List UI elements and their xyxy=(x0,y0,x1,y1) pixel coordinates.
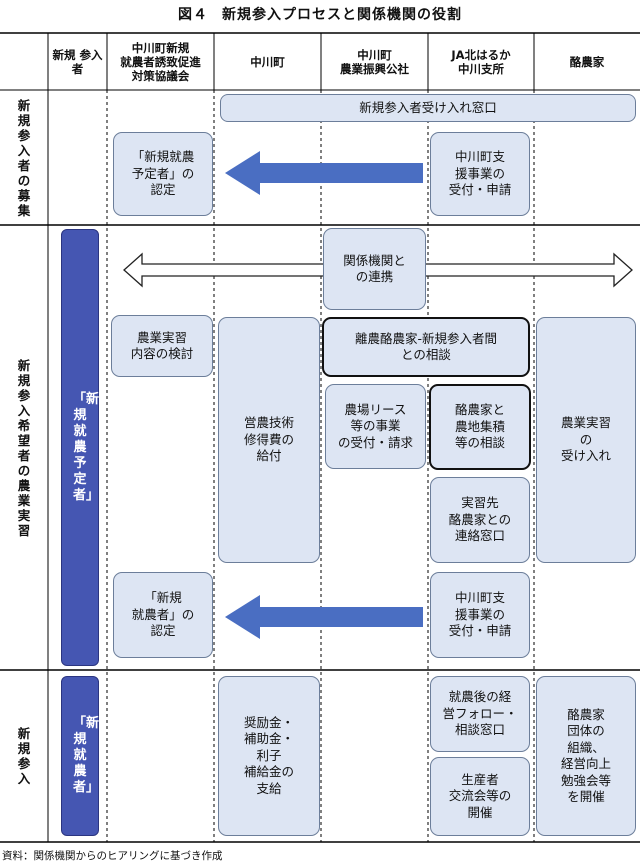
row-label-recruitment: 新規参入者の募集 xyxy=(17,97,31,218)
row-label-entry: 新規参入 xyxy=(17,726,31,786)
box-retiring-farmer-consultation: 離農酪農家-新規参入者間 との相談 xyxy=(322,317,530,377)
column-header-new-entrant: 新規 参入者 xyxy=(52,48,103,76)
box-farmer-group: 酪農家 団体の 組織、 経営向上 勉強会等 を開催 xyxy=(536,676,636,836)
box-support-application-1: 中川町支 援事業の 受付・申請 xyxy=(430,132,530,216)
source-note: 資料：関係機関からのヒアリングに基づき作成 xyxy=(2,850,223,862)
box-followup-window: 就農後の経 営フォロー・ 相談窓口 xyxy=(430,676,530,752)
box-reception-window: 新規参入者受け入れ窓口 xyxy=(220,94,636,122)
bar-planned-new-farmer: 「新規就農予定者」 xyxy=(61,229,99,666)
box-farm-contact-window: 実習先 酪農家との 連絡窓口 xyxy=(430,477,530,563)
figure-title-text: 新規参入プロセスと関係機関の役割 xyxy=(222,7,462,23)
column-header-public-corp: 中川町 農業振興公社 xyxy=(340,48,409,76)
figure-title: 図４ 新規参入プロセスと関係機関の役割 xyxy=(0,4,640,24)
box-new-farmer-certification: 「新規 就農者」の 認定 xyxy=(113,572,213,658)
box-subsidy-payment: 奨励金・ 補助金・ 利子 補給金の 支給 xyxy=(218,676,320,836)
figure-number: 図４ xyxy=(178,7,208,23)
blue-arrow-left-2 xyxy=(225,595,423,639)
column-header-town: 中川町 xyxy=(250,55,285,69)
box-training-review: 農業実習 内容の検討 xyxy=(111,315,213,377)
box-planned-farmer-certification: 「新規就農 予定者」の 認定 xyxy=(113,132,213,216)
blue-arrow-left-1 xyxy=(225,151,423,195)
box-training-cost-payment: 営農技術 修得費の 給付 xyxy=(218,317,320,563)
box-farm-lease: 農場リース 等の事業 の受付・請求 xyxy=(325,384,426,469)
column-header-ja: JA北はるか 中川支所 xyxy=(451,48,511,76)
box-support-application-2: 中川町支 援事業の 受付・申請 xyxy=(430,572,530,658)
box-producer-exchange: 生産者 交流会等の 開催 xyxy=(430,757,530,836)
box-coordination: 関係機関と の連携 xyxy=(323,228,426,310)
column-header-dairy-farmer: 酪農家 xyxy=(569,55,605,69)
box-land-consolidation: 酪農家と 農地集積 等の相談 xyxy=(429,384,531,470)
row-label-training: 新規参入希望者の農業実習 xyxy=(17,357,31,538)
box-training-acceptance: 農業実習 の 受け入れ xyxy=(536,317,636,563)
column-header-council: 中川町新規 就農者誘致促進 対策協議会 xyxy=(120,41,201,83)
bar-new-farmer: 「新規就農者」 xyxy=(61,676,99,836)
